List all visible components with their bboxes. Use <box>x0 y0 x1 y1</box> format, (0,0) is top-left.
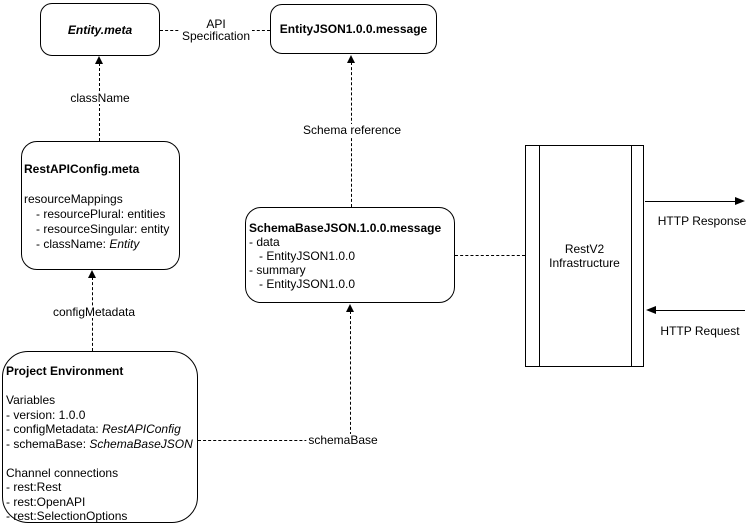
field-class-name: - className: Entity <box>24 237 177 252</box>
field-data-type: - EntityJSON1.0.0 <box>259 249 356 263</box>
edge-class-name-label: className <box>68 91 132 105</box>
node-project-environment[interactable]: Project Environment Variables - version:… <box>2 351 198 523</box>
node-entity-meta-title: Entity.meta <box>67 22 133 37</box>
node-rest-api-config[interactable]: RestAPIConfig.meta resourceMappings - re… <box>21 141 180 270</box>
field-schema-base: - schemaBase: SchemaBaseJSON <box>6 437 195 452</box>
edge-schema-base-label: schemaBase <box>306 433 380 447</box>
edge-config-metadata-label: configMetadata <box>50 305 138 319</box>
node-schema-base-json-title: SchemaBaseJSON.1.0.0.message <box>249 221 442 235</box>
field-summary-type: - EntityJSON1.0.0 <box>259 277 356 291</box>
field-config-metadata-label: - configMetadata: <box>6 422 103 436</box>
blank-line <box>6 451 195 466</box>
field-rest-openapi: - rest:OpenAPI <box>6 494 86 509</box>
edge-api-specification-label-line2: Specification <box>181 29 251 43</box>
edge-http-request-line <box>655 310 745 311</box>
node-entity-json-message-title: EntityJSON1.0.0.message <box>279 22 428 36</box>
edge-http-response-arrowhead-right <box>735 197 745 205</box>
edge-schema-base-restv2-line <box>455 255 525 256</box>
field-rest-selection-options: - rest:SelectionOptions <box>6 509 128 523</box>
edge-schema-base-line-vertical <box>350 311 351 440</box>
node-entity-json-message[interactable]: EntityJSON1.0.0.message <box>270 4 437 54</box>
edge-http-request-arrowhead-left <box>646 306 656 314</box>
edge-schema-reference-arrowhead-up <box>347 55 355 63</box>
edge-api-specification-label-line1: API <box>206 17 226 31</box>
field-version: - version: 1.0.0 <box>6 407 86 422</box>
field-resource-singular: - resourceSingular: entity <box>36 222 170 236</box>
field-resource-plural: - resourcePlural: entities <box>36 207 166 221</box>
component-bar-left <box>539 146 540 366</box>
edge-http-response-label: HTTP Response <box>655 214 749 228</box>
node-entity-meta[interactable]: Entity.meta <box>40 3 160 56</box>
field-resource-mappings: resourceMappings <box>24 192 123 206</box>
node-restv2-title-line2: Infrastructure <box>549 256 620 270</box>
field-summary: - summary <box>249 263 306 277</box>
blank-line <box>6 379 195 394</box>
edge-schema-base-arrowhead-up <box>346 304 354 312</box>
edge-class-name-arrowhead-up <box>95 56 103 64</box>
node-rest-api-config-title: RestAPIConfig.meta <box>24 162 140 176</box>
node-restv2-infrastructure[interactable]: RestV2 Infrastructure <box>525 145 644 367</box>
node-schema-base-json-message[interactable]: SchemaBaseJSON.1.0.0.message - data - En… <box>245 207 455 303</box>
edge-http-response-line <box>645 201 737 202</box>
node-project-environment-title: Project Environment <box>6 364 124 378</box>
edge-http-request-label: HTTP Request <box>658 324 742 338</box>
edge-config-metadata-arrowhead-up <box>88 270 96 278</box>
field-class-name-label: - className: <box>36 237 110 251</box>
field-config-metadata: - configMetadata: RestAPIConfig <box>6 422 195 437</box>
field-rest-rest: - rest:Rest <box>6 480 62 494</box>
blank-line <box>24 177 177 192</box>
field-data: - data <box>249 235 280 249</box>
field-schema-base-label: - schemaBase: <box>6 436 90 451</box>
field-class-name-value: Entity <box>109 237 140 251</box>
section-variables: Variables <box>6 393 56 407</box>
component-bar-right <box>631 146 632 366</box>
edge-schema-base-line-horizontal <box>198 440 348 441</box>
node-restv2-title-line1: RestV2 <box>564 242 605 256</box>
edge-api-specification-label: API Specification <box>179 17 253 43</box>
section-channel-connections: Channel connections <box>6 465 119 480</box>
field-schema-base-value: SchemaBaseJSON <box>89 436 193 451</box>
edge-schema-reference-label: Schema reference <box>300 123 404 137</box>
field-config-metadata-value: RestAPIConfig <box>102 422 181 436</box>
